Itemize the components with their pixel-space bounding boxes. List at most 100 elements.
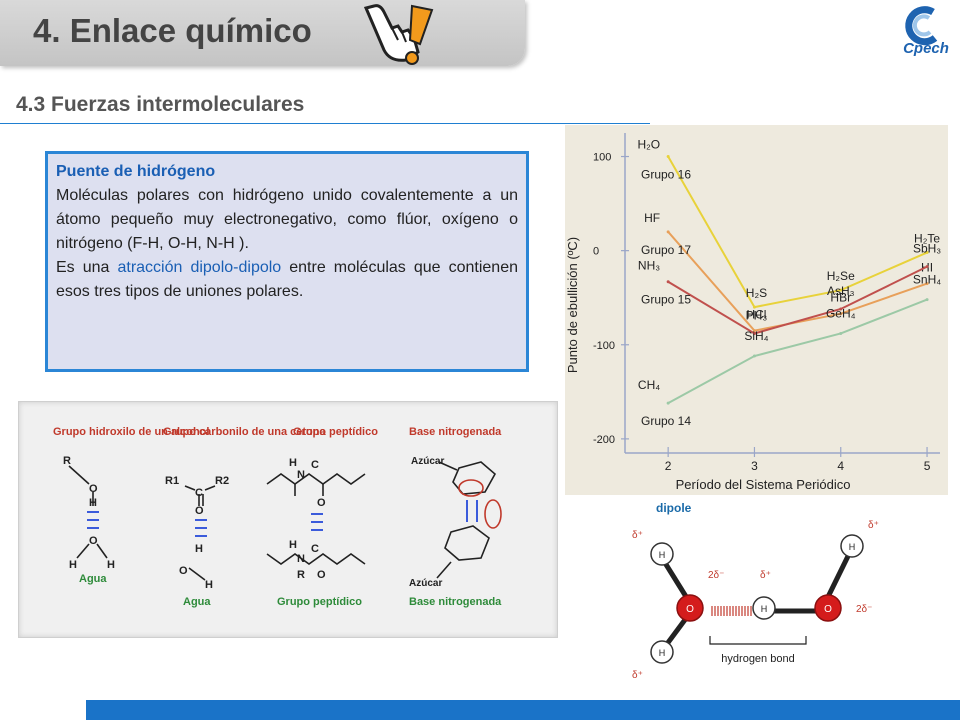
chart-point xyxy=(925,298,929,302)
label-agua-bottom: Agua xyxy=(183,596,211,608)
chart-point-label: SnH₄ xyxy=(913,273,941,287)
label-agua-inner: Agua xyxy=(79,573,107,585)
label-carbonilo: Grupo carbonilo de una cetona xyxy=(163,426,326,438)
chart-point-label: GeH₄ xyxy=(826,306,856,320)
svg-text:C: C xyxy=(311,543,319,555)
label-azucar-top: Azúcar xyxy=(411,456,444,467)
svg-text:N: N xyxy=(297,553,305,565)
chart-point xyxy=(839,288,843,292)
para2-highlight: atracción dipolo-dipolo xyxy=(117,259,282,276)
hydrogen-bond-structures-panel: Grupo hidroxilo de un alcohol Grupo carb… xyxy=(18,401,558,638)
chart-point xyxy=(839,312,843,316)
chart-point-label: SbH₃ xyxy=(913,242,941,256)
section-subtitle: 4.3 Fuerzas intermoleculares xyxy=(16,93,305,116)
svg-text:R1: R1 xyxy=(165,475,179,487)
chart-y-tick-label: 100 xyxy=(593,152,611,164)
chart-x-axis-label: Período del Sistema Periódico xyxy=(676,477,851,492)
peptide-hbond xyxy=(311,513,323,531)
svg-text:R2: R2 xyxy=(215,475,229,487)
label-base-bottom: Base nitrogenada xyxy=(409,596,502,608)
hydrogen-label-top: H xyxy=(659,550,666,560)
chart-point xyxy=(839,307,843,311)
charge-delta-plus-4: δ⁺ xyxy=(868,520,879,531)
hydrogen-bond-bracket xyxy=(709,636,807,645)
alcohol-structure xyxy=(68,465,108,559)
label-base: Base nitrogenada xyxy=(409,426,502,438)
svg-text:R: R xyxy=(63,455,71,467)
pointing-hand-icon xyxy=(363,4,434,65)
svg-text:H: H xyxy=(107,559,115,571)
charge-two-delta-minus-1: 2δ⁻ xyxy=(708,570,724,581)
chart-point-label: H₂Te xyxy=(914,232,940,246)
svg-text:H: H xyxy=(69,559,77,571)
dipole-svg: dipole O H H H O H δ⁺ xyxy=(632,501,879,681)
charge-two-delta-minus-2: 2δ⁻ xyxy=(856,604,872,615)
oxygen-label-left: O xyxy=(686,604,694,615)
label-hidroxilo: Grupo hidroxilo de un alcohol xyxy=(53,426,209,438)
chart-point xyxy=(666,401,670,405)
water-dipole-diagram: dipole O H H H O H δ⁺ xyxy=(600,498,930,688)
chart-point-label: HF xyxy=(644,211,660,225)
hydrogen-atom-top xyxy=(650,542,674,566)
oxygen-atom-left xyxy=(676,594,704,622)
hydrogen-bond-dashes xyxy=(711,606,752,616)
svg-text:O: O xyxy=(195,505,204,517)
subtitle-divider xyxy=(0,123,650,124)
chart-series-line xyxy=(667,298,928,404)
title-tab: 4. Enlace químico xyxy=(0,0,525,66)
svg-text:O: O xyxy=(179,565,188,577)
svg-text:C: C xyxy=(311,459,319,471)
peptide-structure xyxy=(266,473,366,565)
hydrogen-bond-label: hydrogen bond xyxy=(721,653,794,665)
chart-point-label: PH₃ xyxy=(746,308,768,322)
structures-diagram: Grupo hidroxilo de un alcohol Grupo carb… xyxy=(53,426,502,608)
partial-charges: δ⁺ δ⁺ δ⁺ δ⁺ 2δ⁻ 2δ⁻ xyxy=(632,520,879,681)
chart-y-tick-label: -200 xyxy=(593,434,615,446)
chart-series-name: Grupo 17 xyxy=(641,243,691,257)
svg-text:O: O xyxy=(317,569,326,581)
water-molecule-left: O H H xyxy=(650,542,704,664)
chart-point-label: CH₄ xyxy=(638,378,660,392)
svg-text:H: H xyxy=(89,497,97,509)
chart-point-label: SiH₄ xyxy=(744,329,768,343)
footer-bar xyxy=(86,700,960,720)
chart-y-axis-label: Punto de ebullición (ºC) xyxy=(565,237,580,373)
chart-x-tick-label: 5 xyxy=(924,459,931,473)
svg-text:H: H xyxy=(205,579,213,591)
charge-delta-plus-1: δ⁺ xyxy=(632,530,643,541)
chart-point-label: H₂O xyxy=(637,138,660,152)
para2-before: Es una xyxy=(56,259,118,276)
oxygen-atom-right xyxy=(814,594,842,622)
hydrogen-atom-bottom xyxy=(650,640,674,664)
hydrogen-label-middle: H xyxy=(761,604,768,614)
definition-textbox: Puente de hidrógeno Moléculas polares co… xyxy=(45,151,529,372)
chart-series-line xyxy=(667,156,928,309)
cpech-logo-text: Cpech xyxy=(903,40,949,57)
chart-y-tick-label: -100 xyxy=(593,340,615,352)
chart-point-label: HCl xyxy=(746,308,766,322)
chart-series-name: Grupo 16 xyxy=(641,168,691,182)
chart-x-tick-label: 2 xyxy=(665,459,672,473)
svg-text:O: O xyxy=(89,535,98,547)
alcohol-hbond xyxy=(87,511,99,529)
svg-text:O: O xyxy=(89,483,98,495)
hydrogen-atom-middle xyxy=(752,596,776,620)
ketone-structure xyxy=(184,485,216,581)
label-peptidico: Grupo peptídico xyxy=(293,426,378,438)
textbox-paragraph-1: Moléculas polares con hidrógeno unido co… xyxy=(56,187,518,252)
page-title: 4. Enlace químico xyxy=(33,12,312,49)
chart-point-label: HBr xyxy=(830,291,851,305)
chart-y-tick-label: 0 xyxy=(593,246,599,258)
svg-text:H: H xyxy=(289,457,297,469)
svg-text:O: O xyxy=(317,497,326,509)
chart-point xyxy=(752,329,756,333)
para2-after: entre moléculas que contienen esos tres … xyxy=(56,259,518,300)
chart-point-label: NH₃ xyxy=(638,259,660,273)
chart-x-tick-label: 4 xyxy=(837,459,844,473)
chart-point-label: H₂Se xyxy=(827,269,855,283)
chart-point xyxy=(925,265,929,269)
chart-point xyxy=(666,230,670,234)
svg-text:N: N xyxy=(297,469,305,481)
chart-point xyxy=(925,251,929,255)
